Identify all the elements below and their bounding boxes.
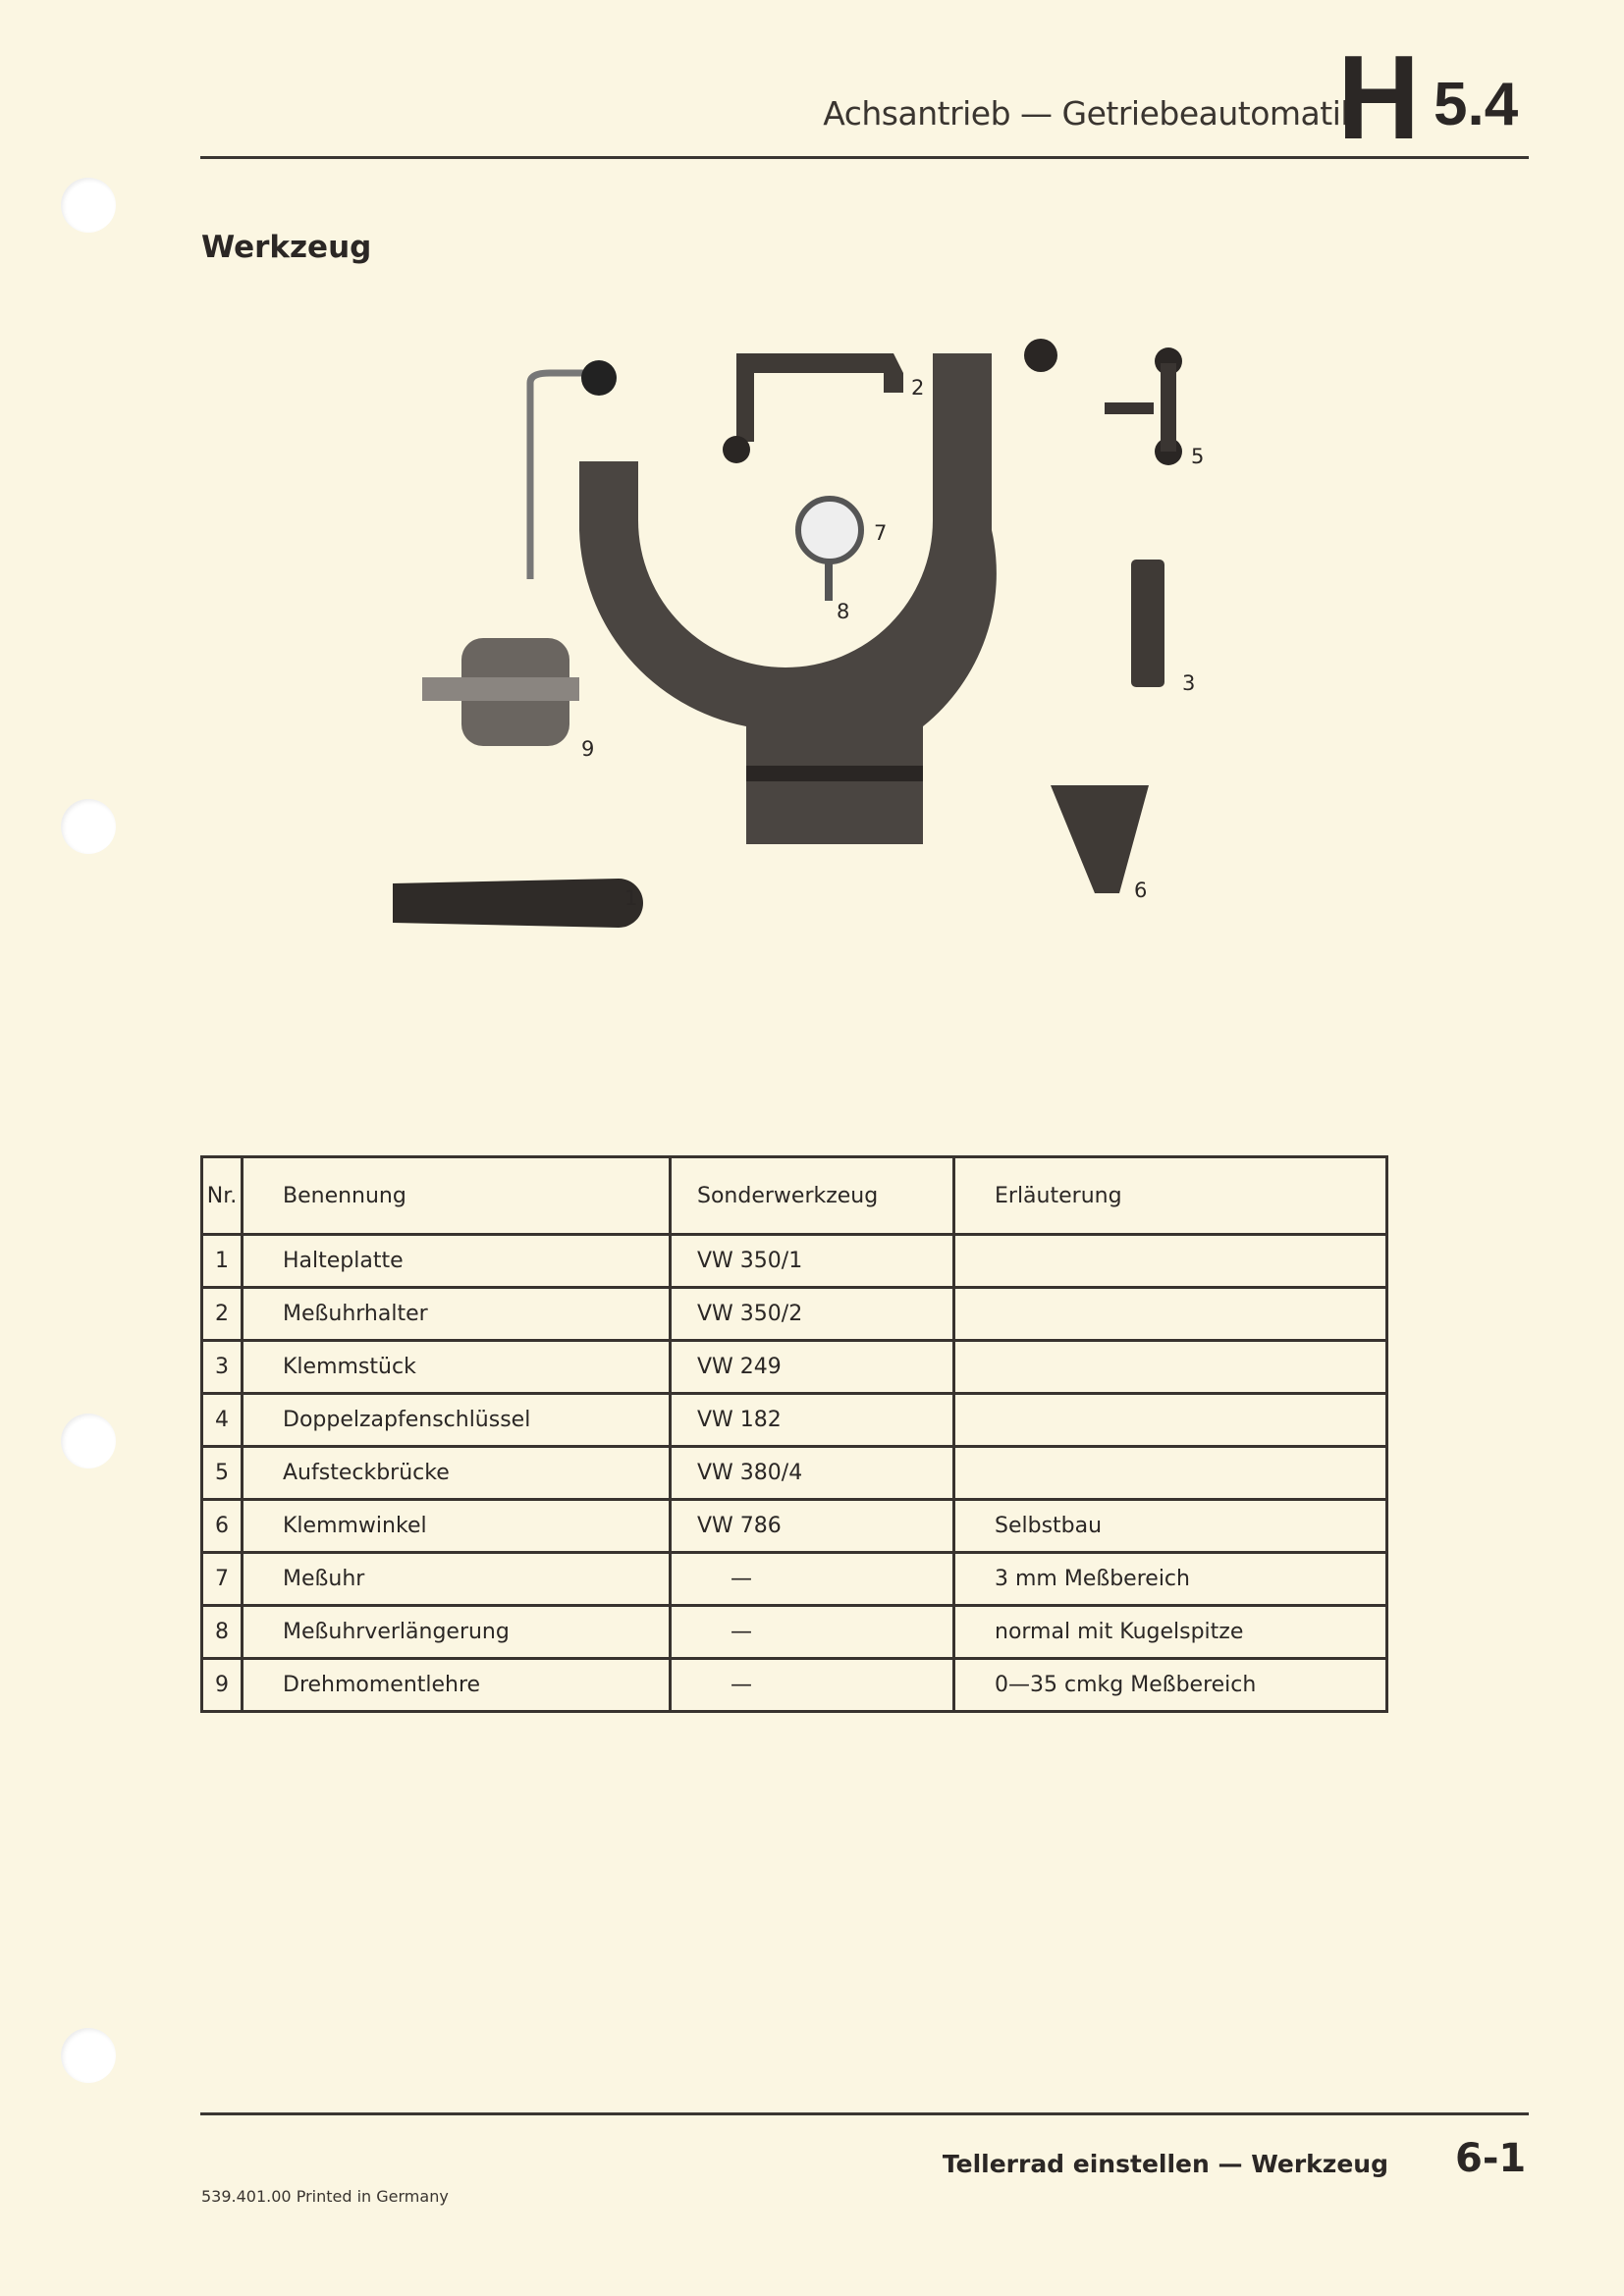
- cell-tool: VW 380/4: [669, 1445, 955, 1501]
- header-rule: [200, 156, 1529, 159]
- table-header-row: Nr. Benennung Sonderwerkzeug Erläuterung: [200, 1155, 1388, 1236]
- bridge-shape: [1105, 402, 1154, 414]
- cell-nr: 2: [200, 1286, 244, 1342]
- cell-note: 0—35 cmkg Meßbereich: [952, 1657, 1388, 1713]
- cell-name: Doppelzapfenschlüssel: [241, 1392, 672, 1448]
- callout-9: 9: [581, 737, 594, 761]
- cell-note: normal mit Kugelspitze: [952, 1604, 1388, 1660]
- header-title: Achsantrieb — Getriebeautomatik: [823, 94, 1359, 133]
- print-note: 539.401.00 Printed in Germany: [201, 2187, 449, 2206]
- footer-title: Tellerrad einstellen — Werkzeug: [942, 2150, 1388, 2178]
- cell-note: Selbstbau: [952, 1498, 1388, 1554]
- cell-tool: VW 350/2: [669, 1286, 955, 1342]
- callout-8: 8: [837, 600, 849, 623]
- page-number: 6-1: [1455, 2136, 1527, 2181]
- callout-6: 6: [1134, 879, 1147, 902]
- cell-note: [952, 1445, 1388, 1501]
- cell-tool: VW 249: [669, 1339, 955, 1395]
- clamp-piece-shape: [1131, 560, 1164, 687]
- cell-name: Aufsteckbrücke: [241, 1445, 672, 1501]
- cell-tool: VW 350/1: [669, 1233, 955, 1289]
- holding-plate-shape: [579, 353, 997, 844]
- cell-nr: 1: [200, 1233, 244, 1289]
- cell-note: [952, 1233, 1388, 1289]
- col-header-tool: Sonderwerkzeug: [669, 1155, 955, 1236]
- cell-nr: 6: [200, 1498, 244, 1554]
- pin-spanner-shape: [393, 879, 643, 928]
- gauge-holder-shape: [736, 353, 903, 442]
- cell-note: [952, 1339, 1388, 1395]
- cell-nr: 8: [200, 1604, 244, 1660]
- clamp-angle-shape: [1051, 785, 1149, 893]
- section-letter: H: [1337, 30, 1420, 164]
- cell-name: Klemmstück: [241, 1339, 672, 1395]
- binder-hole: [61, 1414, 116, 1468]
- binder-hole: [61, 178, 116, 233]
- tool-illustration: 1 2 3 4 5 6 7 8 9: [393, 339, 1204, 928]
- cell-nr: 9: [200, 1657, 244, 1713]
- tools-table: Nr. Benennung Sonderwerkzeug Erläuterung…: [200, 1155, 1388, 1713]
- cell-nr: 7: [200, 1551, 244, 1607]
- callout-1: 1: [624, 886, 637, 910]
- binder-hole: [61, 799, 116, 854]
- cell-tool: —: [669, 1551, 955, 1607]
- col-header-name: Benennung: [241, 1155, 672, 1236]
- cell-note: 3 mm Meßbereich: [952, 1551, 1388, 1607]
- callout-3: 3: [1182, 671, 1195, 695]
- col-header-note: Erläuterung: [952, 1155, 1388, 1236]
- callout-2: 2: [911, 376, 924, 400]
- cell-nr: 4: [200, 1392, 244, 1448]
- cell-tool: —: [669, 1657, 955, 1713]
- torque-gauge-lever: [526, 369, 589, 579]
- footer-rule: [200, 2112, 1529, 2115]
- cell-nr: 3: [200, 1339, 244, 1395]
- dial-gauge-shape: [795, 496, 864, 564]
- cell-name: Klemmwinkel: [241, 1498, 672, 1554]
- callout-5: 5: [1191, 445, 1204, 468]
- section-number: 5.4: [1434, 71, 1519, 138]
- cell-name: Meßuhr: [241, 1551, 672, 1607]
- cell-note: [952, 1392, 1388, 1448]
- cell-note: [952, 1286, 1388, 1342]
- callout-7: 7: [874, 521, 887, 545]
- section-heading: Werkzeug: [201, 230, 372, 265]
- cell-name: Meßuhrverlängerung: [241, 1604, 672, 1660]
- col-header-nr: Nr.: [200, 1155, 244, 1236]
- cell-tool: VW 182: [669, 1392, 955, 1448]
- binder-hole: [61, 2028, 116, 2083]
- cell-name: Drehmomentlehre: [241, 1657, 672, 1713]
- cell-nr: 5: [200, 1445, 244, 1501]
- cell-name: Meßuhrhalter: [241, 1286, 672, 1342]
- cell-name: Halteplatte: [241, 1233, 672, 1289]
- cell-tool: —: [669, 1604, 955, 1660]
- cell-tool: VW 786: [669, 1498, 955, 1554]
